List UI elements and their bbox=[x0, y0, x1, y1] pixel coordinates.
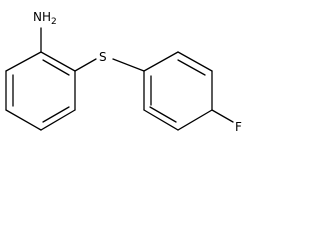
amine-subscript: 2 bbox=[51, 17, 57, 27]
chemical-structure-diagram: NH2 S F bbox=[5, 10, 242, 134]
ring2-double-bond-bottom bbox=[149, 106, 177, 123]
ring2-bond-5 bbox=[143, 109, 179, 131]
carbon-sulfur-bond-right bbox=[112, 58, 145, 72]
ring1-bond-top-bottomleft bbox=[5, 51, 42, 72]
ring1-bond-bottomleft-bottom bbox=[5, 109, 42, 131]
fluorophenyl-ring bbox=[143, 51, 213, 131]
fluorine-label: F bbox=[235, 120, 242, 134]
amine-label: NH2 bbox=[33, 10, 57, 27]
ring2-bond-4 bbox=[177, 109, 213, 131]
ring2-bond-1 bbox=[143, 51, 179, 72]
ring1-bond-bottom-bottomright bbox=[40, 109, 76, 131]
ring1-double-bond-top bbox=[42, 59, 70, 76]
carbon-sulfur-bond-left bbox=[74, 58, 97, 72]
sulfur-label: S bbox=[99, 50, 107, 64]
aniline-ring bbox=[5, 51, 76, 131]
ring1-bond-topright-top bbox=[40, 51, 76, 72]
amine-symbol: NH bbox=[33, 10, 51, 24]
ring1-double-bond-bottom bbox=[42, 106, 70, 123]
ring2-double-bond-top bbox=[177, 59, 206, 76]
ring2-bond-2 bbox=[177, 51, 213, 72]
carbon-fluorine-bond bbox=[211, 109, 234, 123]
